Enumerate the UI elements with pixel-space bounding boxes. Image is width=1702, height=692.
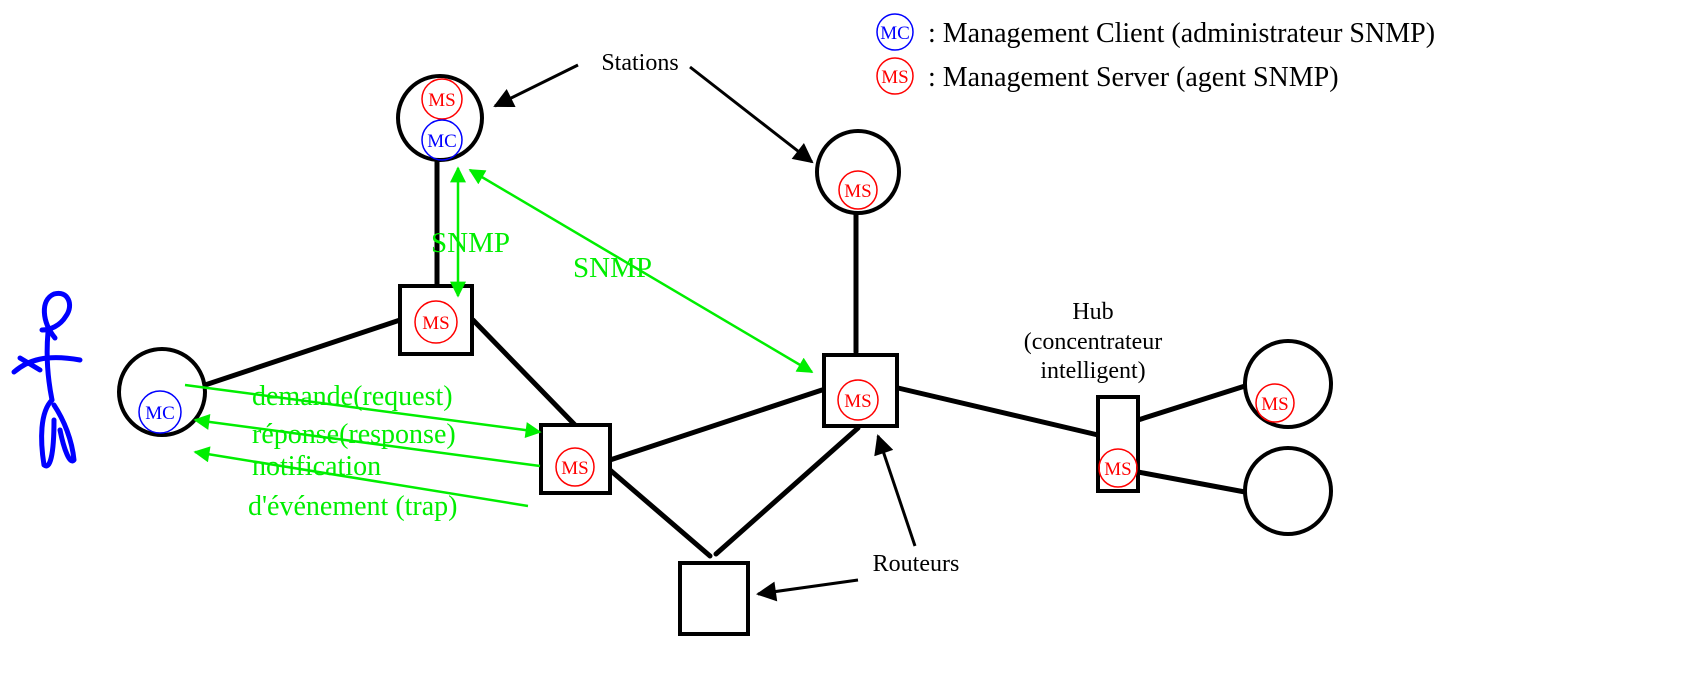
trap-arrow xyxy=(193,446,529,508)
ms-badge-text: MS xyxy=(428,90,455,111)
snmp-label-diagonal: SNMP xyxy=(573,252,652,284)
link-router-left-router-center xyxy=(470,317,578,428)
response-arrow xyxy=(193,413,541,468)
hub-label-line1: Hub xyxy=(1072,299,1113,325)
legend-ms-badge-text: MS xyxy=(881,67,908,88)
router-center: MS xyxy=(539,423,612,495)
ms-badge: MS xyxy=(414,300,458,344)
ms-badge: MS xyxy=(838,170,878,210)
stations-label: Stations xyxy=(601,50,678,76)
link-router-right-hub xyxy=(895,385,1101,438)
legend-ms-badge: MS xyxy=(876,57,914,95)
ms-badge: MS xyxy=(421,78,463,120)
trap-label-line1: notification xyxy=(252,451,381,482)
ms-badge: MS xyxy=(837,379,879,421)
request-arrow xyxy=(184,383,542,439)
routers-pointer-router-bottom xyxy=(756,578,859,602)
hub-label-line2: (concentrateur xyxy=(1024,329,1163,355)
ms-badge-text: MS xyxy=(422,313,449,334)
ms-badge: MS xyxy=(555,447,595,487)
mc-badge-text: MC xyxy=(145,403,175,424)
link-hub-station-ms xyxy=(1135,383,1248,423)
ms-badge: MS xyxy=(1255,383,1295,423)
admin-station: MC xyxy=(117,347,207,437)
ms-badge-text: MS xyxy=(1104,459,1131,480)
legend: MC : Management Client (administrateur S… xyxy=(876,13,1435,95)
link-router-right-bottom xyxy=(713,425,861,557)
response-label: réponse(response) xyxy=(252,419,456,450)
station-top-right: MS xyxy=(815,129,901,215)
snmp-traffic xyxy=(184,166,814,508)
ms-badge-text: MS xyxy=(561,458,588,479)
snmp-arrow-diagonal xyxy=(468,168,814,374)
request-label: demande(request) xyxy=(252,381,453,412)
routers-pointer-router-right xyxy=(874,434,917,547)
stations-pointer-left xyxy=(493,63,579,108)
station-top-left: MS MC xyxy=(396,74,484,162)
link-hub-station-empty xyxy=(1135,469,1248,495)
legend-mc-badge: MC xyxy=(876,13,914,51)
ms-badge: MS xyxy=(1098,448,1138,488)
ms-badge-text: MS xyxy=(1261,394,1288,415)
mc-badge: MC xyxy=(138,390,182,434)
router-left: MS xyxy=(398,284,474,356)
legend-mc-badge-text: MC xyxy=(880,23,910,44)
legend-ms-description: : Management Server (agent SNMP) xyxy=(928,62,1339,93)
ms-badge-text: MS xyxy=(844,181,871,202)
mc-badge: MC xyxy=(421,119,463,161)
ms-badge-text: MS xyxy=(844,391,871,412)
trap-label-line2: d'événement (trap) xyxy=(248,491,458,522)
station-right-ms: MS xyxy=(1243,339,1333,429)
router-bottom xyxy=(678,561,750,636)
station-right-empty xyxy=(1243,446,1333,536)
administrator-icon xyxy=(11,290,83,469)
pointer-arrows xyxy=(493,63,917,602)
stations-pointer-right xyxy=(689,65,814,164)
link-router-center-bottom xyxy=(607,467,713,559)
snmp-label-vertical: SNMP xyxy=(431,227,510,259)
router-right: MS xyxy=(822,353,899,428)
hub: MS xyxy=(1096,395,1140,493)
legend-mc-description: : Management Client (administrateur SNMP… xyxy=(928,18,1435,49)
hub-label-line3: intelligent) xyxy=(1040,358,1145,384)
link-admin-station-router-left xyxy=(202,317,403,388)
routers-label: Routeurs xyxy=(873,551,960,577)
link-router-center-router-right xyxy=(607,387,825,463)
mc-badge-text: MC xyxy=(427,131,457,152)
